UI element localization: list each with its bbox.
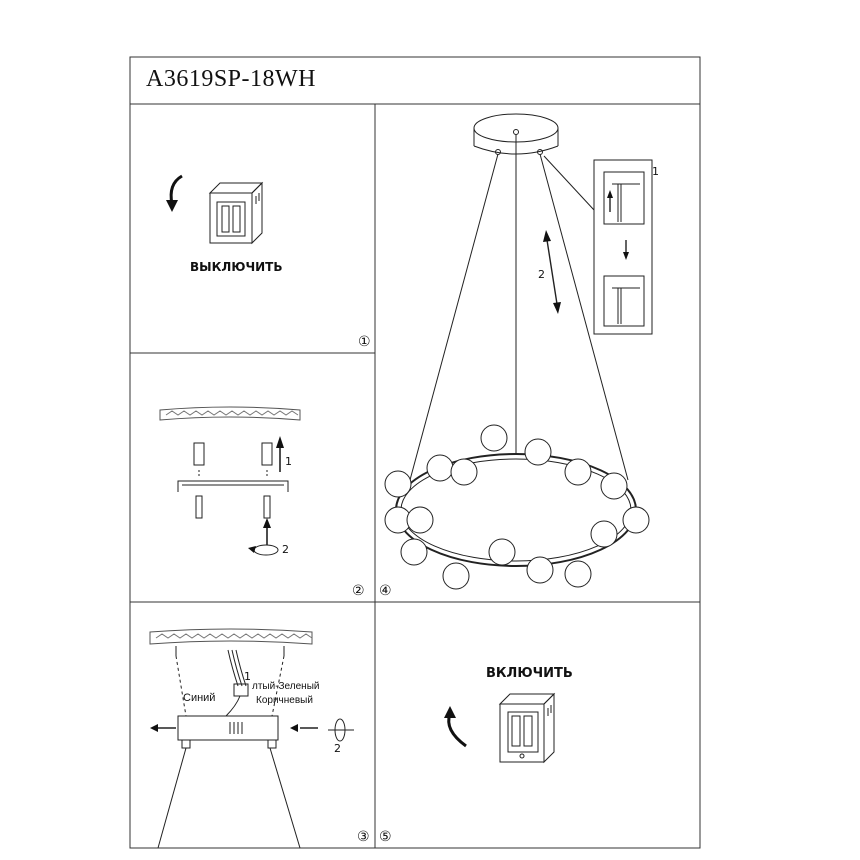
step3-marker: ③ (357, 829, 370, 845)
step5-marker: ⑤ (379, 829, 392, 845)
model-title: A3619SP-18WH (146, 66, 317, 92)
step4-callout-number: 1 (652, 165, 659, 178)
frame-grid (129, 56, 701, 849)
step2-ceiling-decor (159, 406, 301, 421)
step3-arrow-right-icon (290, 724, 318, 732)
step1-action-label: ВЫКЛЮЧИТЬ (190, 260, 283, 274)
step3-screw-number: 2 (334, 742, 341, 755)
step4-adjust-arrow-icon (543, 230, 561, 314)
step4-callout-box (593, 159, 653, 335)
step5-switch-box-icon (498, 692, 556, 764)
step4-adjust-number: 2 (538, 268, 545, 281)
step1-curved-arrow-icon (166, 174, 183, 212)
step2-arrow-up-icon (276, 436, 284, 472)
step3-suspension-wires (157, 747, 301, 849)
step2-screw-number: 2 (282, 543, 289, 556)
step2-wall-plugs (193, 442, 273, 476)
step4-cables (409, 134, 629, 481)
step3-driver-box (177, 715, 279, 749)
step1-switch-box-icon (208, 181, 264, 245)
step2-rotate-icon (248, 544, 279, 556)
step3-arrow-left-icon (150, 724, 176, 732)
wire-label-blue: Синий (183, 692, 216, 704)
step5-action-label: ВКЛЮЧИТЬ (486, 666, 573, 681)
wire-label-green: лтый-Зеленый (252, 681, 320, 692)
step3-wire-number: 1 (244, 670, 251, 683)
step1-marker: ① (358, 334, 371, 350)
step4-marker: ④ (379, 583, 392, 599)
step2-mounting-bracket (177, 480, 289, 492)
step2-arrow-number: 1 (285, 455, 292, 468)
wire-label-brown: Коричневый (256, 695, 313, 706)
step4-globes (384, 424, 650, 590)
step2-marker: ② (352, 583, 365, 599)
step5-curved-arrow-icon (444, 706, 467, 748)
step3-wires (225, 649, 249, 717)
step2-arrow-up-small-icon (263, 518, 271, 545)
step3-screw-rotate-icon (328, 718, 354, 742)
step3-ceiling-decor (149, 628, 313, 717)
step2-screws (195, 495, 271, 519)
